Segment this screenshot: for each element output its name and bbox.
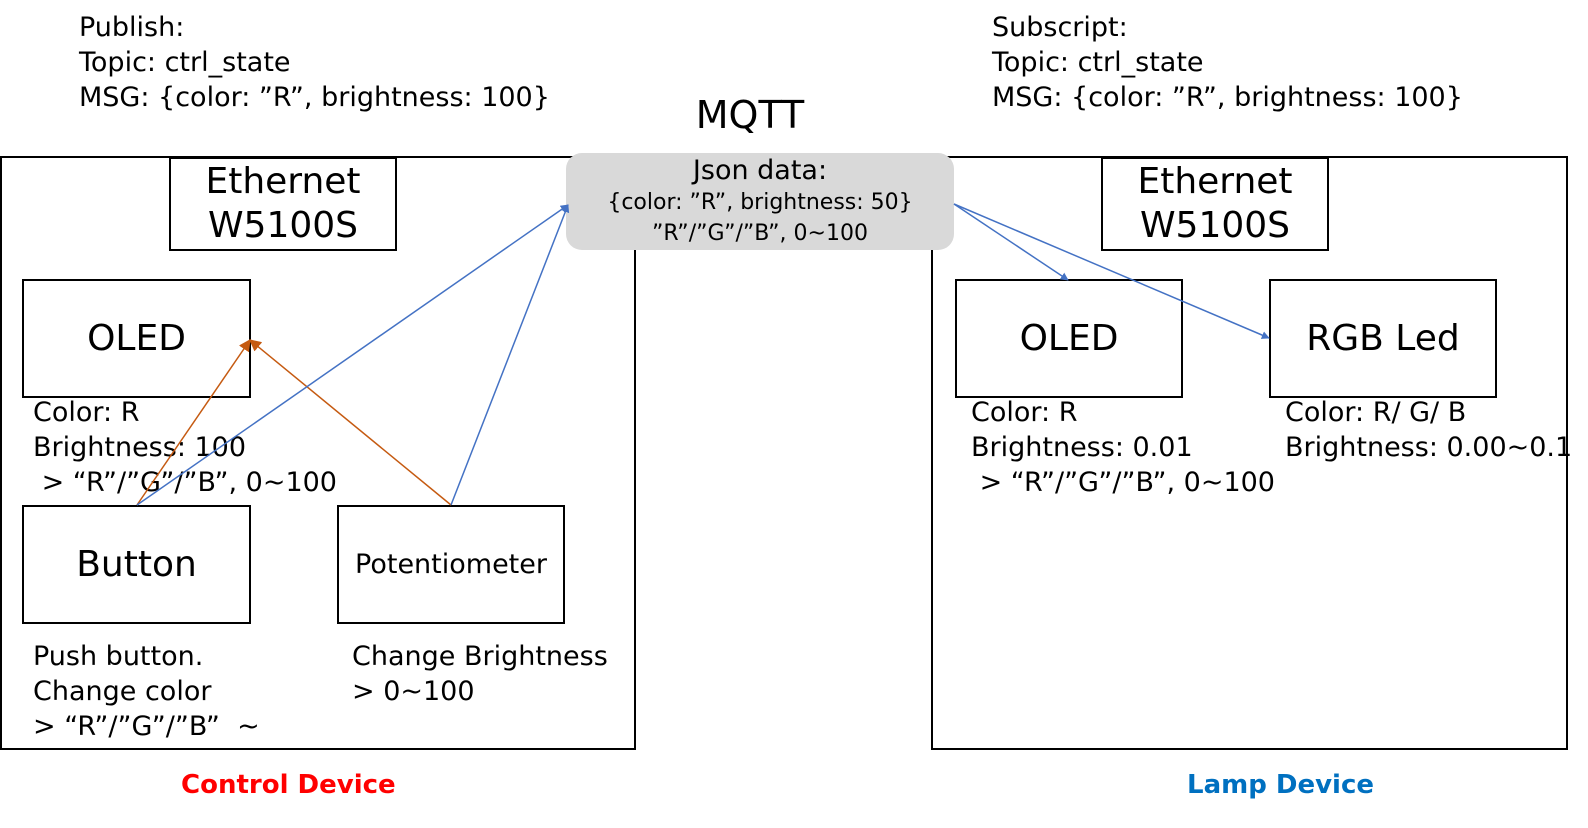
control-device-label: Control Device xyxy=(181,770,396,800)
subscript-title: Subscript: xyxy=(992,12,1128,43)
control-button-note-2: Change color xyxy=(33,676,212,707)
subscript-note: Subscript: Topic: ctrl_state MSG: {color… xyxy=(992,10,1463,115)
control-button-box: Button xyxy=(22,505,251,624)
publish-title: Publish: xyxy=(79,12,185,43)
control-potentiometer-note-2: > 0~100 xyxy=(352,676,475,707)
lamp-ethernet-box: Ethernet W5100S xyxy=(1101,157,1329,251)
lamp-oled-box: OLED xyxy=(955,279,1183,398)
lamp-oled-label: OLED xyxy=(1019,317,1119,359)
mqtt-title: MQTT xyxy=(695,93,805,137)
control-ethernet-line2: W5100S xyxy=(207,205,359,246)
control-oled-notes: Color: R Brightness: 100 > “R”/”G”/”B”, … xyxy=(33,395,337,500)
control-oled-note-brightness: Brightness: 100 xyxy=(33,432,247,463)
control-ethernet-line1: Ethernet xyxy=(205,161,361,202)
control-button-notes: Push button. Change color > “R”/”G”/”B” … xyxy=(33,639,260,744)
control-potentiometer-label: Potentiometer xyxy=(355,548,547,580)
mqtt-json-box: Json data: {color: ”R”, brightness: 50} … xyxy=(566,153,954,250)
lamp-oled-note-color: Color: R xyxy=(971,397,1078,428)
control-oled-note-range: > “R”/”G”/”B”, 0~100 xyxy=(33,467,337,498)
control-potentiometer-note-1: Change Brightness xyxy=(352,641,608,672)
lamp-rgb-led-note-color: Color: R/ G/ B xyxy=(1285,397,1467,428)
control-button-note-3: > “R”/”G”/”B” ~ xyxy=(33,711,260,742)
lamp-rgb-led-note-brightness: Brightness: 0.00~0.1 xyxy=(1285,432,1573,463)
subscript-topic: Topic: ctrl_state xyxy=(992,47,1204,78)
publish-topic: Topic: ctrl_state xyxy=(79,47,291,78)
control-button-label: Button xyxy=(76,543,197,585)
lamp-device-label: Lamp Device xyxy=(1187,770,1374,800)
mqtt-json-example: {color: ”R”, brightness: 50} xyxy=(607,189,913,215)
lamp-oled-notes: Color: R Brightness: 0.01 > “R”/”G”/”B”,… xyxy=(971,395,1275,500)
lamp-ethernet-line1: Ethernet xyxy=(1137,161,1293,202)
lamp-oled-note-range: > “R”/”G”/”B”, 0~100 xyxy=(971,467,1275,498)
control-potentiometer-notes: Change Brightness > 0~100 xyxy=(352,639,608,709)
control-oled-box: OLED xyxy=(22,279,251,398)
control-button-note-1: Push button. xyxy=(33,641,204,672)
subscript-msg: MSG: {color: ”R”, brightness: 100} xyxy=(992,82,1463,113)
mqtt-json-title: Json data: xyxy=(692,154,828,186)
lamp-oled-note-brightness: Brightness: 0.01 xyxy=(971,432,1193,463)
lamp-rgb-led-box: RGB Led xyxy=(1269,279,1497,398)
lamp-ethernet-line2: W5100S xyxy=(1139,205,1291,246)
control-oled-label: OLED xyxy=(87,317,186,359)
publish-note: Publish: Topic: ctrl_state MSG: {color: … xyxy=(79,10,550,115)
control-potentiometer-box: Potentiometer xyxy=(337,505,565,624)
lamp-rgb-led-label: RGB Led xyxy=(1306,317,1460,359)
publish-msg: MSG: {color: ”R”, brightness: 100} xyxy=(79,82,550,113)
control-oled-note-color: Color: R xyxy=(33,397,140,428)
control-ethernet-box: Ethernet W5100S xyxy=(169,157,397,251)
lamp-rgb-led-notes: Color: R/ G/ B Brightness: 0.00~0.1 xyxy=(1285,395,1572,465)
mqtt-json-range: ”R”/”G”/”B”, 0~100 xyxy=(652,220,868,246)
